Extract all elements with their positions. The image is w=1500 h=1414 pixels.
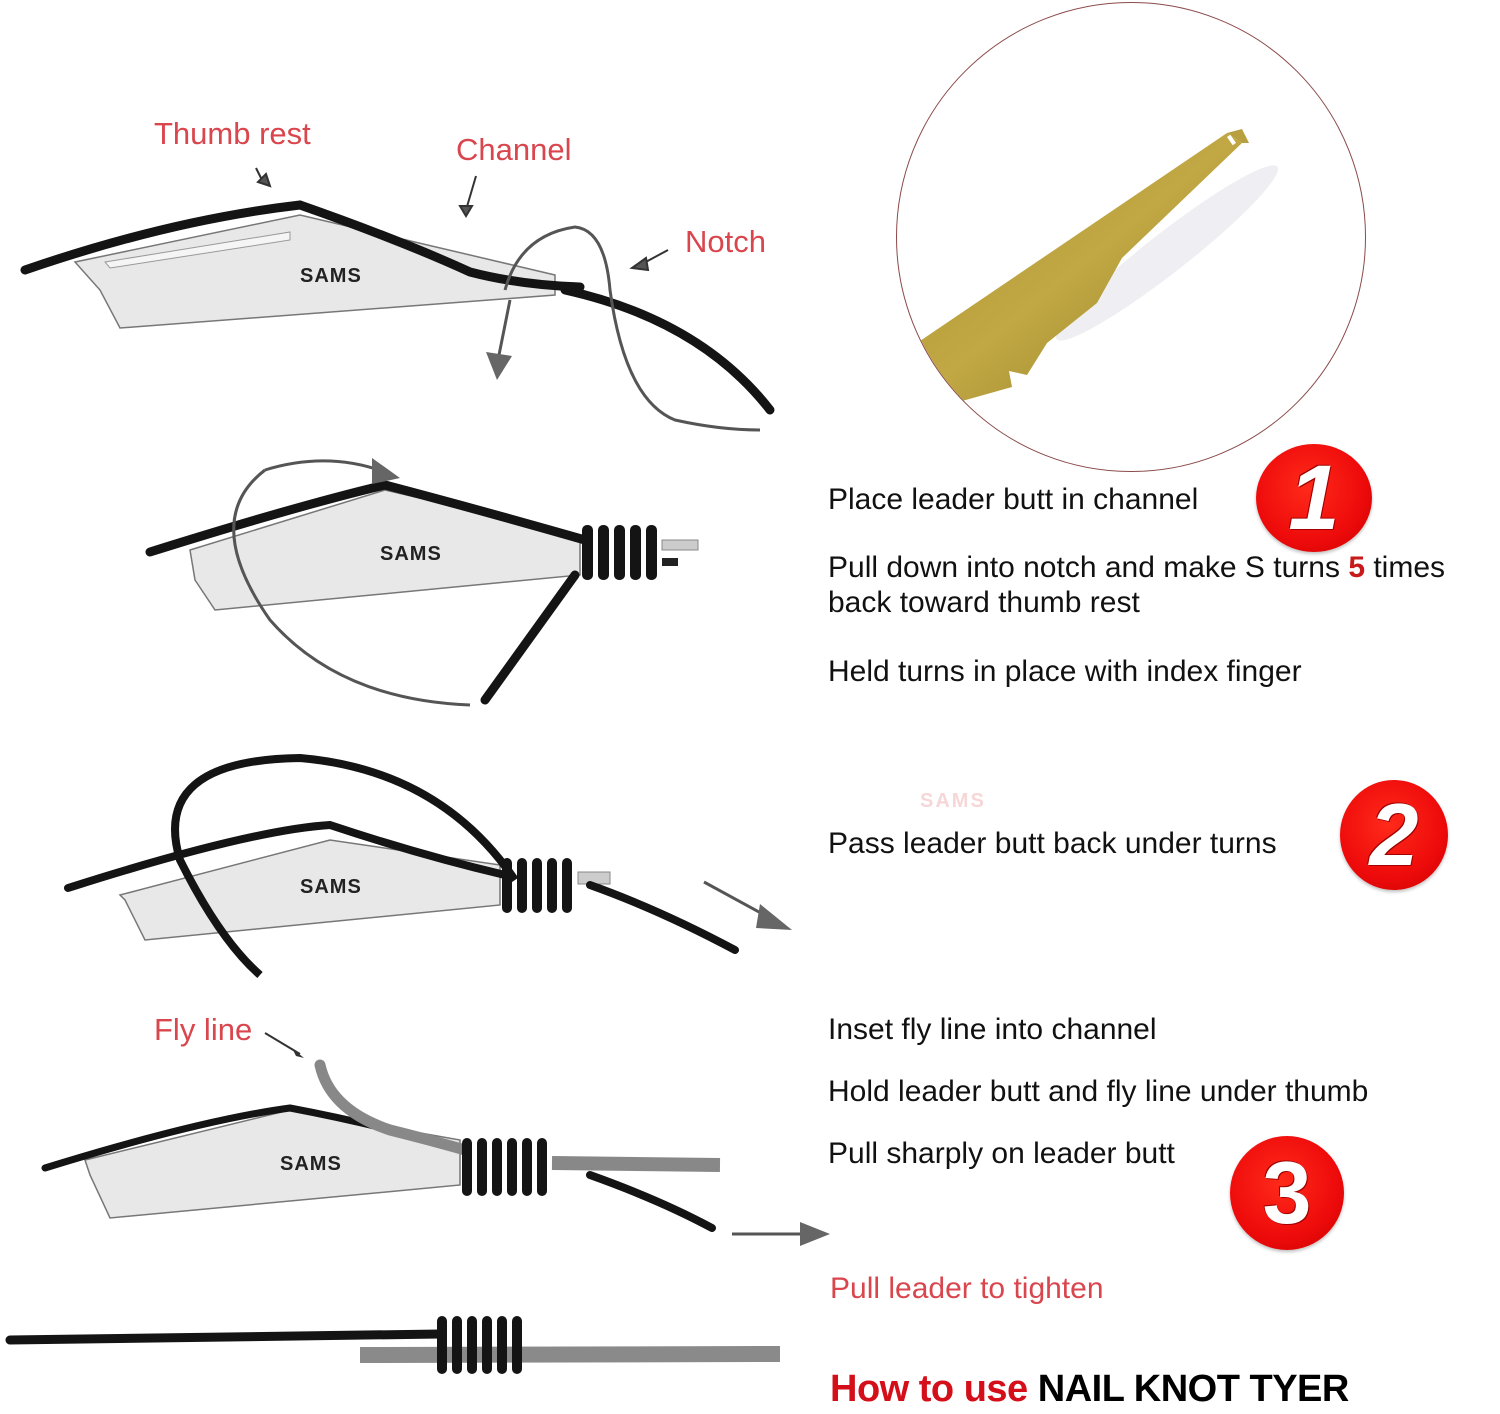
step2-instruction-1: Pass leader butt back under turns	[828, 827, 1277, 860]
page-title: How to use NAIL KNOT TYER	[830, 1368, 1349, 1410]
label-channel: Channel	[456, 132, 572, 167]
final-note: Pull leader to tighten	[830, 1272, 1104, 1305]
brand-logo: SAMS	[300, 265, 362, 287]
step3-instruction-2: Hold leader butt and fly line under thum…	[828, 1075, 1369, 1108]
svg-text:SAMS: SAMS	[280, 1153, 342, 1175]
svg-text:SAMS: SAMS	[300, 876, 362, 898]
step1-instruction-3: Held turns in place with index finger	[828, 655, 1302, 688]
turn-count: 5	[1348, 551, 1365, 584]
step-badge-1: 1	[1256, 444, 1372, 552]
step3-instruction-3: Pull sharply on leader butt	[828, 1137, 1175, 1170]
diagram-step2: SAMS	[64, 753, 792, 979]
diagram-step3: SAMS	[41, 1032, 830, 1246]
label-thumb-rest: Thumb rest	[154, 116, 311, 151]
step-badge-3: 3	[1230, 1136, 1344, 1250]
svg-text:SAMS: SAMS	[380, 543, 442, 565]
step1-instruction-1: Place leader butt in channel	[828, 483, 1199, 516]
diagram-step1-turns: SAMS	[145, 458, 699, 707]
step-badge-2: 2	[1340, 780, 1448, 890]
label-fly-line: Fly line	[154, 1012, 253, 1047]
label-notch: Notch	[685, 224, 766, 259]
arrow-icon	[255, 167, 669, 272]
watermark-logo: SAMS	[920, 790, 986, 812]
brass-tool-photo	[907, 129, 1279, 408]
diagram-finished-knot	[5, 1316, 781, 1374]
product-photo-circle	[896, 2, 1366, 472]
step3-instruction-1: Inset fly line into channel	[828, 1013, 1157, 1046]
diagram-step1-tool: SAMS	[20, 167, 775, 432]
step1-instruction-2: Pull down into notch and make S turns 5 …	[828, 551, 1446, 619]
